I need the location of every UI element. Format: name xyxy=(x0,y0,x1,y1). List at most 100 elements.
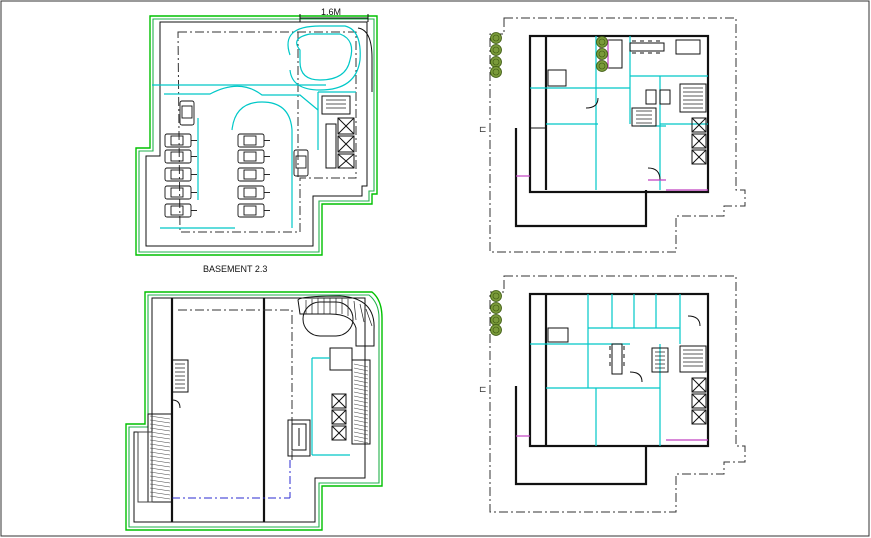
lower-core xyxy=(651,345,707,425)
ground-counter xyxy=(287,419,311,457)
stair-icon xyxy=(631,107,657,127)
floor-plan-upper: ⊏ xyxy=(479,17,746,253)
car-icon xyxy=(164,167,197,182)
floor-plan-lower: ⊏ xyxy=(479,275,746,513)
ground-curved-stair xyxy=(297,295,375,347)
tree-icon xyxy=(596,60,608,72)
desk xyxy=(675,39,701,55)
basement-ramp-loop xyxy=(296,33,353,81)
stair-icon xyxy=(147,413,173,503)
car-icon xyxy=(237,149,270,164)
lift-icon xyxy=(331,409,347,425)
tree-icon xyxy=(490,324,502,336)
basement-site-boundary xyxy=(135,15,378,256)
wardrobe xyxy=(607,39,623,69)
basement-drive-aisle xyxy=(164,85,319,111)
ground-grid-line xyxy=(178,309,293,460)
car-icon xyxy=(237,185,270,200)
ground-outer-wall xyxy=(133,297,366,523)
stair-icon xyxy=(325,123,337,169)
ground-plan xyxy=(125,291,383,531)
tree-icon xyxy=(490,32,502,44)
lower-trees xyxy=(490,290,502,336)
tree-icon xyxy=(490,66,502,78)
basement-car-single xyxy=(293,149,309,177)
stair-icon xyxy=(679,83,707,113)
stair-icon xyxy=(679,345,707,373)
door-swing xyxy=(171,399,181,409)
ground-stair-box xyxy=(329,347,353,371)
tree-icon xyxy=(490,302,502,314)
car-icon xyxy=(293,149,309,177)
ground-site-boundary-inner xyxy=(128,294,380,528)
ground-left-wing xyxy=(137,431,153,503)
lift-icon xyxy=(331,425,347,441)
car-icon xyxy=(237,203,270,218)
basement-outer-wall xyxy=(145,21,368,247)
lower-podium xyxy=(514,386,648,486)
ground-lift-core xyxy=(331,393,347,441)
tree-icon xyxy=(490,290,502,302)
upper-podium xyxy=(514,128,648,228)
upper-outer-wall xyxy=(528,34,710,194)
meeting-table xyxy=(629,42,665,52)
lift-icon xyxy=(331,393,347,409)
basement-parking-2 xyxy=(237,133,270,218)
upper-core xyxy=(631,83,707,165)
ground-side-stair xyxy=(351,359,371,445)
lift-icon xyxy=(337,117,355,135)
lift-icon xyxy=(337,135,355,153)
car-icon xyxy=(164,185,197,200)
tree-icon xyxy=(596,36,608,48)
basement-curved-wall xyxy=(357,27,373,92)
lift-icon xyxy=(691,149,707,165)
car-icon xyxy=(164,203,197,218)
lower-outer-wall xyxy=(528,292,710,448)
lower-partitions xyxy=(530,294,681,446)
basement-car-top xyxy=(179,100,195,126)
lift-icon xyxy=(691,393,707,409)
desk xyxy=(547,327,569,343)
car-icon xyxy=(237,167,270,182)
car-icon xyxy=(164,149,197,164)
lift-icon xyxy=(691,377,707,393)
basement-grid-line xyxy=(177,31,357,233)
upper-site-boundary xyxy=(489,17,746,253)
lift-icon xyxy=(691,133,707,149)
basement-plan: 1.6M BASEMENT 2.3 xyxy=(135,7,378,274)
door-swing xyxy=(585,97,599,109)
lift-icon xyxy=(691,409,707,425)
car-icon xyxy=(179,100,195,126)
ground-hatch-stair xyxy=(147,413,173,503)
stair-icon xyxy=(297,295,375,347)
stair-icon xyxy=(651,347,669,373)
door-swing xyxy=(647,167,661,181)
tree-icon xyxy=(596,48,608,60)
lift-icon xyxy=(691,117,707,133)
basement-ramp-outer xyxy=(287,25,361,91)
ground-site-boundary xyxy=(125,291,383,531)
basement-lift-core xyxy=(321,95,355,169)
tree-icon xyxy=(490,314,502,326)
upper-partitions xyxy=(530,36,708,190)
basement-parking xyxy=(164,133,197,218)
lower-site-boundary xyxy=(489,275,746,513)
stair-icon xyxy=(321,95,351,115)
basement-site-boundary-inner xyxy=(138,18,375,253)
north-marker-icon: ⊏ xyxy=(479,385,487,395)
upper-trees xyxy=(490,32,608,78)
car-icon xyxy=(237,133,270,148)
stair-icon xyxy=(171,359,189,393)
basement-drive-aisle-2 xyxy=(197,101,293,228)
dimension-label: 1.6M xyxy=(321,7,341,17)
desk xyxy=(547,69,567,87)
basement-title: BASEMENT 2.3 xyxy=(203,264,267,274)
north-marker-icon: ⊏ xyxy=(479,125,487,135)
meeting-table xyxy=(611,343,623,375)
lift-icon xyxy=(337,153,355,169)
car-icon xyxy=(164,133,197,148)
door-swing xyxy=(629,371,643,383)
door-swing xyxy=(687,315,701,327)
